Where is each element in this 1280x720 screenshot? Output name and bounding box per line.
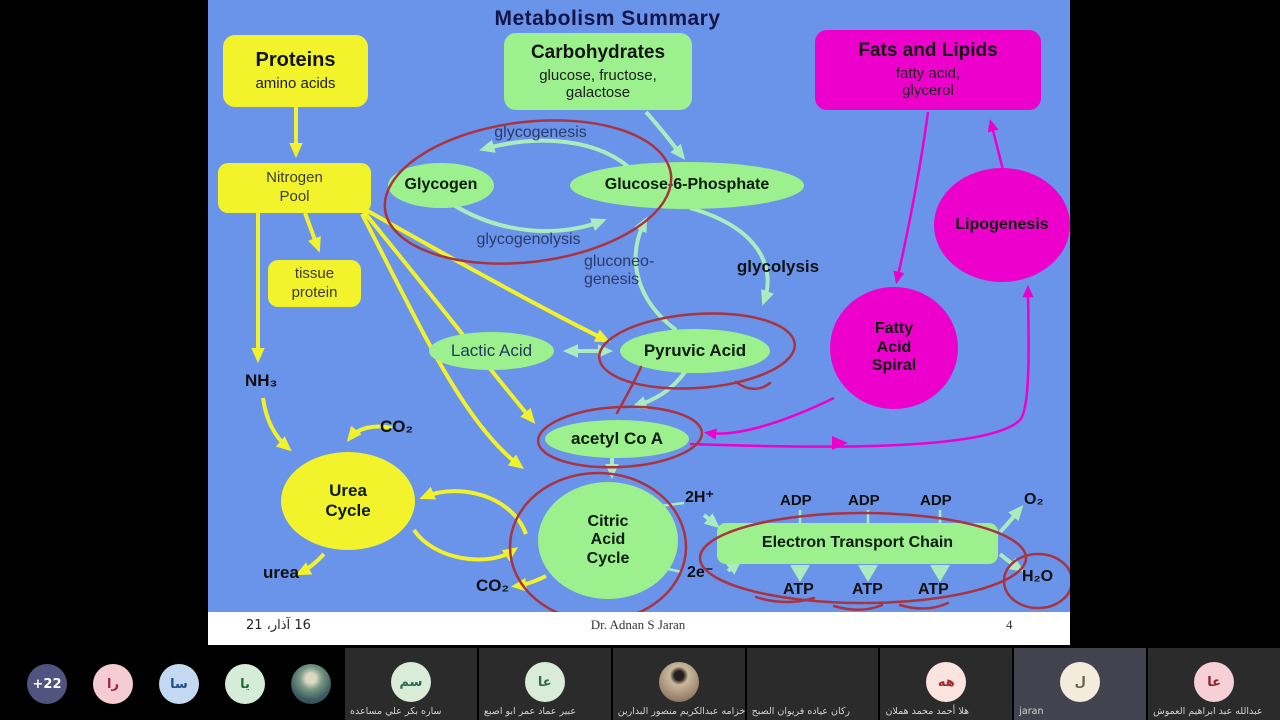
participant-avatar: [793, 662, 833, 702]
participant-name: jaran: [1019, 706, 1044, 717]
glycogenesis-label: glycogenesis: [494, 124, 587, 141]
glycolysis-label: glycolysis: [736, 257, 820, 276]
o2-label: O₂: [1024, 491, 1044, 508]
proteins-box: Proteins amino acids: [223, 35, 368, 107]
glycogen-node: Glycogen: [388, 163, 494, 208]
participant-avatar: عا: [524, 662, 565, 702]
atp-label-2: ATP: [852, 581, 883, 598]
fats-box: Fats and Lipids fatty acid, glycerol: [815, 30, 1041, 110]
h2o-label: H₂O: [1022, 568, 1054, 585]
participant-name: خزامه عبدالكريم منصور البدارين: [617, 706, 746, 717]
co2-top-label: CO₂: [380, 417, 414, 436]
fatty-acid-spiral-node: Fatty Acid Spiral: [830, 287, 958, 409]
acetyl-coa-node: acetyl Co A: [545, 420, 689, 458]
participant-name: عبير عماد عمر ابو اصبع: [483, 706, 577, 717]
carbohydrates-box: Carbohydrates glucose, fructose, galacto…: [504, 33, 692, 110]
lactic-acid-node: Lactic Acid: [429, 332, 554, 370]
nitrogen-pool-box: Nitrogen Pool: [218, 163, 371, 213]
fats-subtitle: fatty acid, glycerol: [895, 65, 961, 100]
overflow-avatars: +22 را سا يا: [27, 664, 331, 704]
participant-avatar: ل: [1060, 662, 1101, 702]
participant-tile[interactable]: هه هلا أحمد محمد هملان: [880, 648, 1013, 720]
electron-transport-chain-node: Electron Transport Chain: [717, 523, 998, 564]
participant-avatar: هه: [926, 662, 967, 702]
slide-author: Dr. Adnan S Jaran: [590, 617, 686, 632]
adp-label-2: ADP: [848, 492, 880, 509]
atp-label-1: ATP: [783, 581, 814, 598]
participant-tile[interactable]: عا عبدالله عبد ابراهيم العموش: [1148, 648, 1280, 720]
participant-avatar: [658, 662, 699, 702]
participant-name: عبدالله عبد ابراهيم العموش: [1153, 706, 1263, 717]
more-participants-badge[interactable]: +22: [27, 664, 67, 704]
overflow-avatar[interactable]: را: [93, 664, 133, 704]
adp-label-1: ADP: [780, 492, 812, 509]
carbohydrates-title: Carbohydrates: [530, 41, 666, 63]
slide-footer: 16 آذار، 21 Dr. Adnan S Jaran 4: [208, 612, 1070, 645]
overflow-avatar[interactable]: [291, 664, 331, 704]
atp-label-3: ATP: [918, 581, 949, 598]
lipogenesis-node: Lipogenesis: [934, 168, 1070, 282]
overflow-avatar[interactable]: يا: [225, 664, 265, 704]
citric-acid-cycle-node: Citric Acid Cycle: [538, 482, 678, 599]
participant-name: هلا أحمد محمد هملان: [885, 706, 970, 717]
participants-bar: +22 را سا يا سم ساره بكر علي مساعده عا عبير عم…: [0, 648, 1280, 720]
urea-label: urea: [263, 563, 299, 582]
slide-date: 16 آذار، 21: [246, 618, 311, 633]
participant-tile[interactable]: ل jaran: [1014, 648, 1147, 720]
gluconeogenesis-label: gluconeo- genesis: [584, 253, 655, 289]
fats-title: Fats and Lipids: [858, 40, 998, 62]
proteins-title: Proteins: [255, 49, 336, 72]
participant-avatar: عا: [1194, 662, 1235, 702]
overflow-avatar[interactable]: سا: [159, 664, 199, 704]
participant-tile[interactable]: سم ساره بكر علي مساعده: [345, 648, 477, 720]
participant-tile[interactable]: عا عبير عماد عمر ابو اصبع: [478, 648, 611, 720]
participant-tile[interactable]: ركان عياده فريوان الصبح: [746, 648, 879, 720]
participant-tile[interactable]: خزامه عبدالكريم منصور البدارين: [612, 648, 746, 720]
urea-cycle-node: Urea Cycle: [281, 452, 415, 550]
tissue-protein-box: tissue protein: [268, 260, 361, 307]
glycogenolysis-label: glycogenolysis: [476, 231, 581, 248]
participant-name: ركان عياده فريوان الصبح: [751, 706, 850, 717]
slide-page-number: 4: [1006, 617, 1013, 632]
participant-avatar: سم: [390, 662, 431, 702]
2h-plus-label: 2H⁺: [685, 489, 714, 506]
shared-slide: Metabolism Summary Proteins amino acids …: [208, 0, 1070, 645]
proteins-subtitle: amino acids: [255, 75, 336, 93]
participant-name: ساره بكر علي مساعده: [350, 706, 442, 717]
carbohydrates-subtitle: glucose, fructose, galactose: [539, 66, 657, 101]
adp-label-3: ADP: [920, 492, 952, 509]
glucose-6-phosphate-node: Glucose-6-Phosphate: [570, 162, 804, 209]
slide-title: Metabolism Summary: [494, 7, 721, 30]
nh3-label: NH₃: [245, 371, 278, 390]
participant-tiles: سم ساره بكر علي مساعده عا عبير عماد عمر ابو…: [345, 648, 1280, 720]
2e-minus-label: 2e⁻: [687, 564, 714, 581]
co2-bottom-label: CO₂: [476, 576, 510, 595]
pyruvic-acid-node: Pyruvic Acid: [620, 329, 770, 373]
